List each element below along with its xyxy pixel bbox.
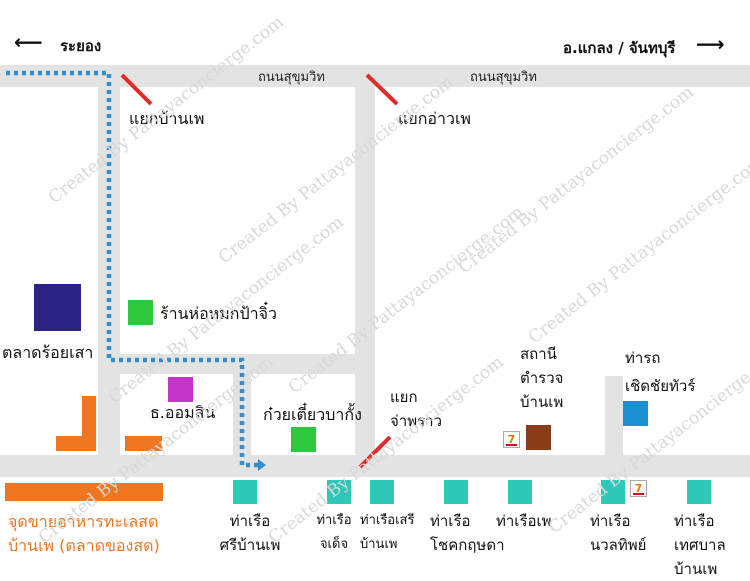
east-arrow-icon: ⟶ [696, 32, 725, 56]
route-dotted-line [6, 70, 262, 468]
pier-label-4: ท่าเรือ โชคกฤษดา [430, 509, 505, 557]
intersection-baan-phe-marker [120, 73, 153, 106]
pier-1-line1: ท่าเรือ [229, 512, 271, 530]
pier-2-line1: ท่าเรือ [316, 513, 352, 528]
bus-line2: เชิดชัยทัวร์ [625, 377, 696, 395]
seven-eleven-icon-1: 7 [503, 431, 520, 448]
pier-marker-1 [233, 480, 257, 504]
seafood-line1: จุดขายอาหารทะเลสด [8, 512, 159, 531]
police-station-marker [526, 425, 551, 450]
intersection-jamprao-label: แยก จ่าพราว [390, 385, 442, 433]
pier-7-line1: ท่าเรือ [674, 512, 715, 530]
pier-3-line2: บ้านเพ [360, 537, 398, 552]
sukhumvit-road [0, 65, 750, 87]
intersection-ao-phe-label: แยกอ่าวเพ [398, 109, 471, 128]
intersection-jamprao-line1: แยก [390, 388, 418, 406]
pier-4-line2: โชคกฤษดา [430, 536, 505, 554]
east-direction-label: อ.แกลง / จันทบุรี [563, 39, 676, 57]
pier-marker-5 [508, 480, 532, 504]
bank-omsin-label: ธ.ออมสิน [150, 403, 216, 422]
intersection-jamprao-marker [358, 435, 392, 469]
pier-6-line1: ท่าเรือ [590, 512, 631, 530]
seafood-market-label: จุดขายอาหารทะเลสด บ้านเพ (ตลาดของสด) [8, 510, 160, 558]
pier-3-line1: ท่าเรือเสรี [360, 513, 415, 528]
bus-station-marker [623, 401, 648, 426]
pier-label-1: ท่าเรือ ศรีบ้านเพ [215, 509, 285, 557]
pier-marker-7 [687, 480, 711, 504]
pier-1-line2: ศรีบ้านเพ [219, 536, 281, 554]
pier-marker-3 [370, 480, 394, 504]
bank-omsin-marker [168, 377, 193, 402]
talad-roi-sao-label: ตลาดร้อยเสา [2, 343, 94, 362]
route-arrowhead-icon [258, 459, 266, 471]
pier-label-6: ท่าเรือ นวลทิพย์ [590, 509, 646, 557]
seafood-line2: บ้านเพ (ตลาดของสด) [8, 536, 160, 555]
pier-7-line2: เทศบาล [674, 536, 726, 554]
kuay-tiew-label: ก๋วยเตี๋ยวบากั้ง [263, 405, 362, 424]
pier-5-line1: ท่าเรือเพ [496, 512, 552, 530]
pier-marker-4 [444, 480, 468, 504]
pier-marker-2 [327, 480, 351, 504]
kuay-tiew-marker [291, 427, 316, 452]
seafood-shape-horizontal [56, 436, 96, 451]
beach-road [0, 455, 750, 477]
ran-hor-mok-label: ร้านห่อหมกป้าจิ๋ว [160, 304, 277, 323]
police-line2: ตำรวจ [520, 369, 564, 387]
bus-station-label: ท่ารถ เชิดชัยทัวร์ [625, 346, 695, 398]
intersection-ao-phe-marker [365, 73, 399, 106]
ran-hor-mok-marker [128, 300, 153, 325]
pier-label-2: ท่าเรือ จเด็จ [304, 509, 364, 557]
pier-7-line3: บ้านเพ [674, 560, 718, 578]
sukhumvit-label-left: ถนนสุขุมวิท [258, 70, 325, 85]
pier-4-line1: ท่าเรือ [430, 512, 471, 530]
seafood-shape-small [125, 436, 162, 451]
pier-label-3: ท่าเรือเสรี บ้านเพ [360, 509, 414, 557]
pier-marker-6 [601, 480, 625, 504]
pier-6-line2: นวลทิพย์ [590, 536, 647, 554]
west-arrow-icon: ⟵ [14, 30, 43, 54]
police-station-label: สถานี ตำรวจ บ้านเพ [520, 342, 563, 414]
bus-soi-road [605, 376, 623, 455]
intersection-baan-phe-label: แยกบ้านเพ [129, 109, 205, 128]
police-line1: สถานี [520, 345, 557, 363]
talad-roi-sao-marker [34, 284, 81, 331]
seven-eleven-icon-2: 7 [630, 480, 647, 497]
police-line3: บ้านเพ [520, 393, 564, 411]
intersection-jamprao-line2: จ่าพราว [390, 412, 443, 430]
pier-label-5: ท่าเรือเพ [496, 509, 552, 533]
bus-line1: ท่ารถ [625, 349, 661, 367]
pier-2-line2: จเด็จ [319, 537, 349, 552]
seafood-market-bar [5, 483, 163, 501]
pier-label-7: ท่าเรือ เทศบาล บ้านเพ [674, 509, 726, 581]
sukhumvit-label-right: ถนนสุขุมวิท [470, 70, 537, 85]
west-direction-label: ระยอง [60, 37, 102, 55]
